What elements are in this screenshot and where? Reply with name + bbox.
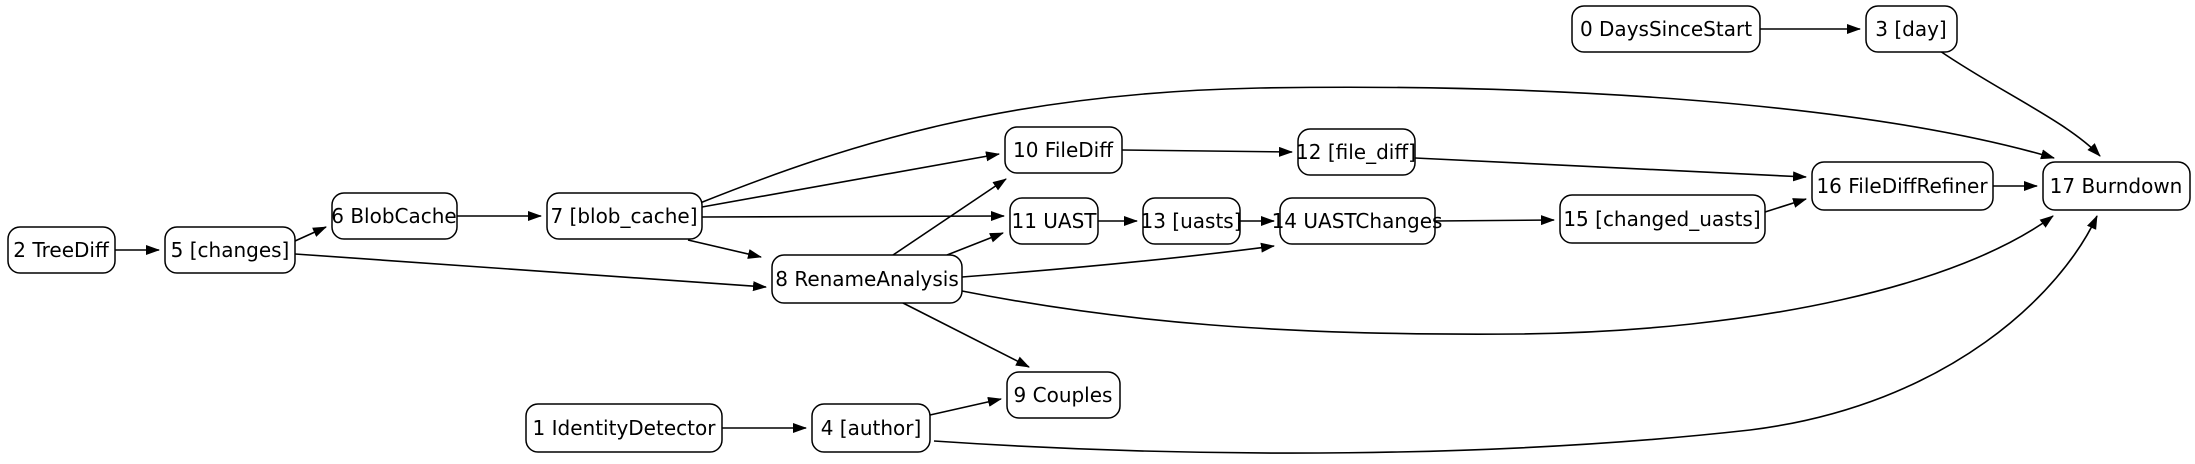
node-4-author: 4 [author] xyxy=(811,403,931,453)
node-label: 8 RenameAnalysis xyxy=(775,267,959,291)
node-8-renameanalysis: 8 RenameAnalysis xyxy=(771,254,963,304)
node-label: 17 Burndown xyxy=(2050,174,2183,198)
node-label: 1 IdentityDetector xyxy=(533,416,717,440)
node-box xyxy=(546,192,703,240)
node-3-day: 3 [day] xyxy=(1865,5,1958,53)
node-16-filediffrefiner: 16 FileDiffRefiner xyxy=(1811,161,1994,211)
node-box xyxy=(1297,128,1416,176)
node-0-dayssincestart: 0 DaysSinceStart xyxy=(1571,5,1761,53)
node-label: 14 UASTChanges xyxy=(1272,209,1443,233)
node-box xyxy=(1006,371,1121,419)
node-box xyxy=(7,226,116,274)
edge-8-renameanalysis-to-10-filediff xyxy=(892,178,1007,256)
node-box xyxy=(1009,197,1099,245)
edge-3-day-to-17-burndown xyxy=(1939,50,2101,157)
edge-10-filediff-to-12-filediff xyxy=(1121,146,1293,157)
node-box xyxy=(1811,161,1994,211)
node-box xyxy=(811,403,931,453)
node-17-burndown: 17 Burndown xyxy=(2042,161,2191,211)
node-box xyxy=(2042,161,2191,211)
node-box xyxy=(1142,197,1241,245)
node-box xyxy=(164,226,296,274)
node-13-uasts: 13 [uasts] xyxy=(1140,197,1242,245)
node-box xyxy=(1571,5,1761,53)
node-12-file-diff: 12 [file_diff] xyxy=(1296,128,1416,176)
edge-8-renameanalysis-to-14-uastchanges xyxy=(961,242,1275,278)
node-label: 4 [author] xyxy=(821,416,922,440)
node-box xyxy=(1279,197,1436,245)
edge-5-changes-to-8-renameanalysis xyxy=(294,253,767,292)
edge-8-renameanalysis-to-17-burndown xyxy=(961,215,2054,335)
edge-7-blobcache-to-17-burndown xyxy=(699,86,2055,204)
node-label: 3 [day] xyxy=(1875,17,1946,41)
edge-8-renameanalysis-to-9-couples xyxy=(902,302,1030,368)
node-6-blobcache: 6 BlobCache xyxy=(331,192,458,240)
edge-4-author-to-17-burndown xyxy=(933,215,2098,454)
node-box xyxy=(1559,194,1766,244)
node-9-couples: 9 Couples xyxy=(1006,371,1121,419)
node-box xyxy=(1004,126,1123,174)
node-2-treediff: 2 TreeDiff xyxy=(7,226,116,274)
node-14-uastchanges: 14 UASTChanges xyxy=(1272,197,1443,245)
node-5-changes: 5 [changes] xyxy=(164,226,296,274)
node-label: 7 [blob_cache] xyxy=(550,204,697,228)
edge-15-changeduasts-to-16-filediffrefiner xyxy=(1764,198,1807,213)
node-label: 6 BlobCache xyxy=(331,204,457,228)
edge-7-blobcache-to-10-filediff xyxy=(701,151,1000,208)
node-label: 2 TreeDiff xyxy=(13,238,110,262)
node-11-uast: 11 UAST xyxy=(1009,197,1099,245)
node-15-changed-uasts: 15 [changed_uasts] xyxy=(1559,194,1766,244)
nodes-layer: 2 TreeDiff 5 [changes] 6 BlobCache 7 [bl… xyxy=(7,5,2191,453)
node-label: 15 [changed_uasts] xyxy=(1563,207,1760,231)
edge-12-filediff-to-16-filediffrefiner xyxy=(1414,157,1807,182)
edge-14-uastchanges-to-15-changeduasts xyxy=(1434,215,1555,226)
edges-layer xyxy=(115,24,2101,454)
edge-8-renameanalysis-to-11-uast xyxy=(946,232,1004,256)
node-label: 5 [changes] xyxy=(171,238,290,262)
node-box xyxy=(331,192,458,240)
node-label: 12 [file_diff] xyxy=(1296,140,1416,164)
node-label: 9 Couples xyxy=(1014,383,1113,407)
node-box xyxy=(525,403,723,453)
edge-7-blobcache-to-11-uast xyxy=(701,211,1005,222)
node-7-blob-cache: 7 [blob_cache] xyxy=(546,192,703,240)
node-box xyxy=(1865,5,1958,53)
node-label: 11 UAST xyxy=(1011,209,1097,233)
node-1-identitydetector: 1 IdentityDetector xyxy=(525,403,723,453)
edge-5-changes-to-6-blobcache xyxy=(294,226,327,242)
node-10-filediff: 10 FileDiff xyxy=(1004,126,1123,174)
edge-7-blobcache-to-8-renameanalysis xyxy=(687,239,762,259)
node-box xyxy=(771,254,963,304)
node-label: 13 [uasts] xyxy=(1140,209,1241,233)
edge-4-author-to-9-couples xyxy=(929,396,1002,416)
node-label: 10 FileDiff xyxy=(1013,138,1114,162)
node-label: 16 FileDiffRefiner xyxy=(1816,174,1988,198)
node-label: 0 DaysSinceStart xyxy=(1580,17,1752,41)
